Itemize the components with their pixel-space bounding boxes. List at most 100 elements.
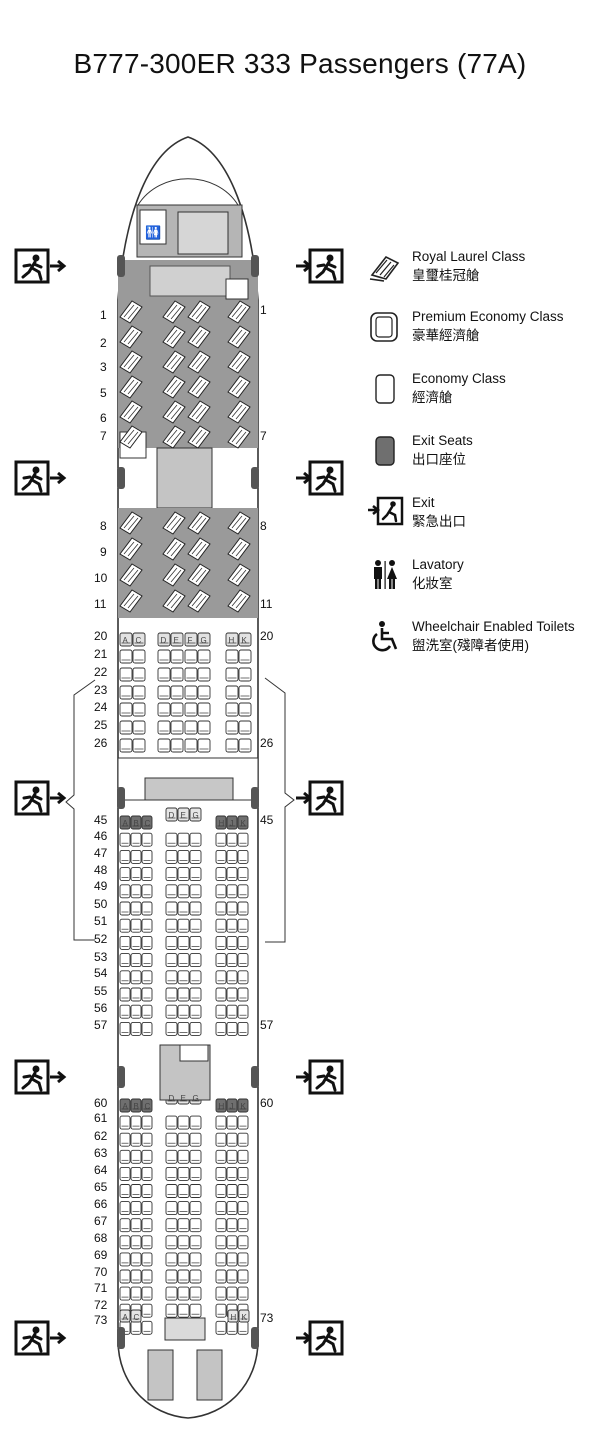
economy-seat[interactable] (215, 1201, 227, 1216)
economy-seat[interactable] (141, 987, 153, 1002)
royal-laurel-seat[interactable] (162, 511, 186, 535)
premium-economy-seat[interactable] (225, 667, 239, 682)
economy-seat[interactable] (119, 1115, 131, 1130)
economy-seat[interactable] (130, 832, 142, 847)
economy-seat[interactable] (141, 935, 153, 950)
economy-seat[interactable] (141, 867, 153, 882)
royal-laurel-seat[interactable] (187, 511, 211, 535)
economy-seat[interactable] (130, 1004, 142, 1019)
economy-seat[interactable] (141, 849, 153, 864)
economy-seat[interactable] (119, 970, 131, 985)
premium-economy-seat[interactable] (132, 685, 146, 700)
economy-seat[interactable] (141, 953, 153, 968)
economy-seat[interactable] (237, 1132, 249, 1147)
premium-economy-seat[interactable] (238, 738, 252, 753)
economy-seat[interactable] (189, 1021, 202, 1036)
economy-seat[interactable] (215, 832, 227, 847)
premium-economy-seat[interactable] (197, 649, 211, 664)
economy-seat[interactable] (177, 1021, 190, 1036)
economy-seat[interactable] (238, 1309, 250, 1323)
economy-seat[interactable] (165, 1252, 178, 1267)
royal-laurel-seat[interactable] (187, 350, 211, 374)
economy-seat[interactable] (119, 1269, 131, 1284)
economy-seat[interactable] (177, 1115, 190, 1130)
premium-economy-seat[interactable] (132, 667, 146, 682)
economy-seat[interactable] (226, 901, 238, 916)
economy-seat[interactable] (215, 1303, 227, 1318)
economy-seat[interactable] (215, 1021, 227, 1036)
royal-laurel-seat[interactable] (162, 325, 186, 349)
economy-seat[interactable] (130, 1218, 142, 1233)
premium-economy-seat[interactable] (157, 702, 171, 717)
economy-seat[interactable] (130, 1269, 142, 1284)
economy-seat[interactable] (226, 1218, 238, 1233)
premium-economy-seat[interactable] (238, 685, 252, 700)
economy-seat[interactable] (141, 1021, 153, 1036)
exit-seat[interactable] (226, 1098, 238, 1113)
premium-economy-seat[interactable] (238, 632, 252, 647)
economy-seat[interactable] (177, 1235, 190, 1250)
royal-laurel-seat[interactable] (227, 537, 251, 561)
economy-seat[interactable] (119, 1021, 131, 1036)
premium-economy-seat[interactable] (119, 685, 133, 700)
premium-economy-seat[interactable] (225, 685, 239, 700)
premium-economy-seat[interactable] (184, 649, 198, 664)
economy-seat[interactable] (119, 1218, 131, 1233)
royal-laurel-seat[interactable] (227, 375, 251, 399)
economy-seat[interactable] (189, 1004, 202, 1019)
economy-seat[interactable] (130, 1021, 142, 1036)
economy-seat[interactable] (226, 849, 238, 864)
economy-seat[interactable] (226, 1269, 238, 1284)
economy-seat[interactable] (165, 970, 178, 985)
economy-seat[interactable] (189, 970, 202, 985)
economy-seat[interactable] (189, 1166, 202, 1181)
economy-seat[interactable] (141, 1184, 153, 1198)
economy-seat[interactable] (165, 849, 178, 864)
premium-economy-seat[interactable] (119, 720, 133, 735)
royal-laurel-seat[interactable] (227, 350, 251, 374)
economy-seat[interactable] (189, 918, 202, 933)
economy-seat[interactable] (237, 987, 249, 1002)
premium-economy-seat[interactable] (184, 738, 198, 753)
economy-seat[interactable] (130, 1286, 142, 1301)
economy-seat[interactable] (237, 1320, 249, 1335)
royal-laurel-seat[interactable] (162, 537, 186, 561)
economy-seat[interactable] (189, 1286, 202, 1301)
economy-seat[interactable] (237, 970, 249, 985)
royal-laurel-seat[interactable] (162, 375, 186, 399)
economy-seat[interactable] (227, 1309, 239, 1323)
economy-seat[interactable] (226, 1252, 238, 1267)
economy-seat[interactable] (226, 987, 238, 1002)
premium-economy-seat[interactable] (197, 685, 211, 700)
economy-seat[interactable] (130, 1309, 142, 1323)
royal-laurel-seat[interactable] (187, 400, 211, 424)
royal-laurel-seat[interactable] (162, 589, 186, 613)
economy-seat[interactable] (215, 1004, 227, 1019)
economy-seat[interactable] (189, 901, 202, 916)
economy-seat[interactable] (119, 935, 131, 950)
economy-seat[interactable] (226, 884, 238, 899)
royal-laurel-seat[interactable] (187, 589, 211, 613)
royal-laurel-seat[interactable] (187, 425, 211, 449)
economy-seat[interactable] (237, 832, 249, 847)
economy-seat[interactable] (141, 1218, 153, 1233)
premium-economy-seat[interactable] (157, 720, 171, 735)
economy-seat[interactable] (130, 918, 142, 933)
premium-economy-seat[interactable] (170, 685, 184, 700)
premium-economy-seat[interactable] (225, 632, 239, 647)
premium-economy-seat[interactable] (225, 738, 239, 753)
economy-seat[interactable] (226, 832, 238, 847)
economy-seat[interactable] (215, 1149, 227, 1164)
economy-seat[interactable] (119, 1184, 131, 1198)
exit-seat[interactable] (130, 815, 142, 830)
economy-seat[interactable] (177, 1303, 190, 1318)
premium-economy-seat[interactable] (197, 738, 211, 753)
economy-seat[interactable] (237, 1166, 249, 1181)
economy-seat[interactable] (189, 1303, 202, 1318)
economy-seat[interactable] (215, 918, 227, 933)
royal-laurel-seat[interactable] (162, 400, 186, 424)
economy-seat[interactable] (237, 849, 249, 864)
economy-seat[interactable] (119, 1252, 131, 1267)
premium-economy-seat[interactable] (119, 667, 133, 682)
economy-seat[interactable] (226, 1235, 238, 1250)
